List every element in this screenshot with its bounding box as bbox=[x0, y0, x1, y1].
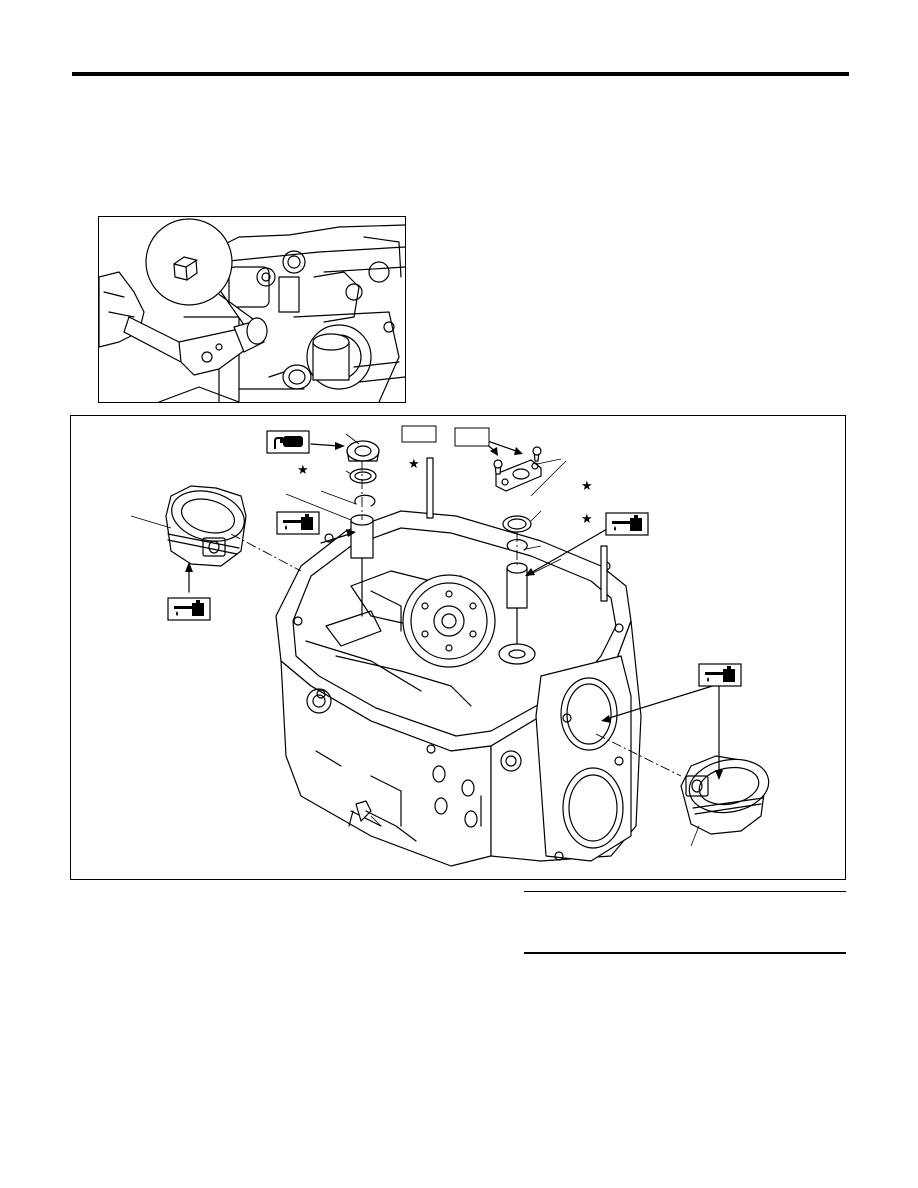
plug-assembly-right bbox=[493, 446, 542, 665]
oil-can-icon bbox=[698, 663, 742, 687]
star-mark: ★ bbox=[581, 512, 593, 527]
header-rule bbox=[72, 72, 849, 76]
leader-lines bbox=[130, 433, 700, 847]
star-mark: ★ bbox=[581, 479, 593, 494]
star-mark: ★ bbox=[408, 457, 420, 472]
callout-label-box bbox=[454, 427, 490, 447]
callout-label-box bbox=[401, 425, 437, 443]
oil-can-icon bbox=[167, 597, 211, 621]
plug-assembly-left bbox=[346, 440, 380, 617]
grease-icon bbox=[266, 430, 310, 454]
cylinder-block bbox=[275, 457, 642, 867]
centerline-left-piston bbox=[230, 533, 302, 572]
oil-can-icon bbox=[276, 511, 320, 535]
divider-rule bbox=[524, 952, 846, 954]
star-mark: ★ bbox=[297, 463, 309, 478]
piston-right bbox=[680, 755, 770, 835]
engine-block-exploded-figure: ★ ★ ★ ★ bbox=[70, 415, 846, 880]
ratchet-plug-removal-figure bbox=[98, 216, 406, 403]
centerline-right-piston bbox=[595, 733, 682, 777]
hand-and-ratchet bbox=[99, 271, 268, 376]
piston-left bbox=[165, 485, 247, 567]
oil-can-icon bbox=[605, 512, 649, 536]
divider-rule bbox=[524, 891, 846, 892]
engine-background bbox=[158, 224, 405, 402]
